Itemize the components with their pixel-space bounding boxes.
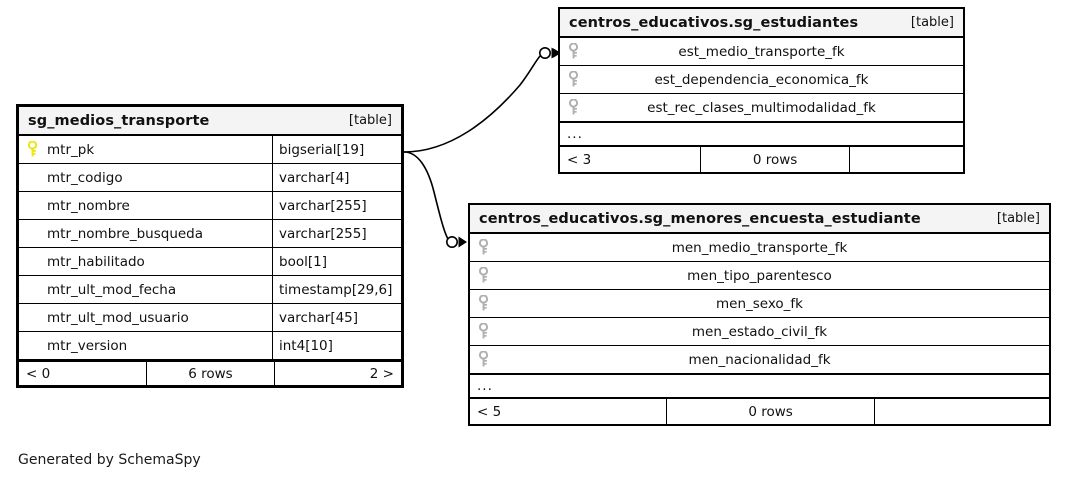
footer-parents-link[interactable]: < 3	[560, 147, 702, 172]
column-type: varchar[4]	[279, 169, 350, 186]
footer-row-count: 0 rows	[667, 399, 876, 424]
column-name-cell: mtr_nombre_busqueda	[19, 220, 273, 247]
table-row[interactable]: est_rec_clases_multimodalidad_fk	[560, 94, 963, 122]
table-row[interactable]: men_medio_transporte_fk	[470, 234, 1049, 262]
column-name: men_medio_transporte_fk	[671, 239, 848, 256]
column-type: varchar[255]	[279, 197, 367, 214]
column-name-cell: men_tipo_parentesco	[470, 262, 1049, 289]
column-name: est_medio_transporte_fk	[678, 43, 845, 60]
column-name: mtr_ult_mod_fecha	[47, 281, 177, 298]
footer-children-link[interactable]: 2 >	[369, 365, 394, 382]
column-name: mtr_ult_mod_usuario	[47, 309, 189, 326]
column-name-cell: est_rec_clases_multimodalidad_fk	[560, 94, 963, 121]
table-footer: < 3 0 rows	[560, 147, 963, 172]
column-name-cell: men_medio_transporte_fk	[470, 234, 1049, 261]
table-title: centros_educativos.sg_estudiantes	[569, 14, 859, 31]
table-title: sg_medios_transporte	[28, 112, 210, 129]
table-row[interactable]: mtr_nombre varchar[255]	[19, 192, 401, 220]
column-name-cell: mtr_ult_mod_usuario	[19, 304, 273, 331]
foreign-key-icon	[568, 38, 579, 65]
column-name: mtr_habilitado	[47, 253, 145, 270]
column-name: est_rec_clases_multimodalidad_fk	[647, 99, 876, 116]
table-header: centros_educativos.sg_menores_encuesta_e…	[470, 205, 1049, 234]
column-type: bigserial[19]	[279, 141, 365, 158]
table-centros-educativos-sg-estudiantes[interactable]: centros_educativos.sg_estudiantes [table…	[558, 7, 965, 174]
column-name-cell: mtr_pk	[19, 136, 273, 163]
table-type-tag: [table]	[996, 211, 1040, 226]
table-row[interactable]: mtr_version int4[10]	[19, 332, 401, 360]
table-type-tag: [table]	[348, 113, 392, 128]
relationship-edge-sg-menores-encuesta-estudiante	[403, 151, 467, 249]
column-name-cell: men_nacionalidad_fk	[470, 346, 1049, 373]
column-name: men_tipo_parentesco	[687, 267, 832, 284]
table-row[interactable]: mtr_ult_mod_usuario varchar[45]	[19, 304, 401, 332]
column-name: men_nacionalidad_fk	[688, 351, 831, 368]
table-sg-medios-transporte[interactable]: sg_medios_transporte [table] mtr_pk bigs…	[16, 104, 404, 388]
column-name: mtr_version	[47, 337, 128, 354]
column-name: mtr_pk	[47, 141, 95, 158]
column-name-cell: est_dependencia_economica_fk	[560, 66, 963, 93]
more-columns-indicator: ...	[560, 122, 963, 147]
column-name-cell: mtr_version	[19, 332, 273, 359]
foreign-key-icon	[478, 290, 489, 317]
column-name-cell: mtr_nombre	[19, 192, 273, 219]
column-name: men_estado_civil_fk	[691, 323, 828, 340]
column-name: men_sexo_fk	[715, 295, 804, 312]
table-footer: < 0 6 rows 2 >	[19, 360, 401, 385]
primary-key-icon	[27, 141, 47, 158]
table-row[interactable]: mtr_nombre_busqueda varchar[255]	[19, 220, 401, 248]
column-name: mtr_nombre_busqueda	[47, 225, 204, 242]
table-footer: < 5 0 rows	[470, 399, 1049, 424]
more-columns-indicator: ...	[470, 374, 1049, 399]
table-row[interactable]: est_medio_transporte_fk	[560, 38, 963, 66]
foreign-key-icon	[478, 318, 489, 345]
column-type: bool[1]	[279, 253, 327, 270]
column-type: timestamp[29,6]	[279, 281, 393, 298]
table-centros-educativos-sg-menores-encuesta-estudiante[interactable]: centros_educativos.sg_menores_encuesta_e…	[468, 203, 1051, 426]
footer-children-link[interactable]	[875, 399, 1049, 424]
column-type: int4[10]	[279, 337, 333, 354]
table-row[interactable]: mtr_habilitado bool[1]	[19, 248, 401, 276]
foreign-key-icon	[568, 94, 579, 121]
relationship-edge-sg-estudiantes	[403, 46, 560, 153]
column-name-cell: men_sexo_fk	[470, 290, 1049, 317]
footer-row-count: 0 rows	[701, 147, 851, 172]
footer-parents-link[interactable]: < 0	[19, 362, 147, 385]
table-title: centros_educativos.sg_menores_encuesta_e…	[479, 210, 921, 227]
table-row[interactable]: men_tipo_parentesco	[470, 262, 1049, 290]
column-type: varchar[255]	[279, 225, 367, 242]
column-name-cell: men_estado_civil_fk	[470, 318, 1049, 345]
column-name: est_dependencia_economica_fk	[654, 71, 869, 88]
generator-credit: Generated by SchemaSpy	[18, 452, 201, 468]
column-name: mtr_codigo	[47, 169, 123, 186]
table-row[interactable]: mtr_codigo varchar[4]	[19, 164, 401, 192]
column-name-cell: mtr_codigo	[19, 164, 273, 191]
table-row[interactable]: mtr_pk bigserial[19]	[19, 136, 401, 164]
footer-parents-link[interactable]: < 5	[470, 399, 667, 424]
foreign-key-icon	[478, 234, 489, 261]
foreign-key-icon	[478, 346, 489, 373]
table-row[interactable]: men_sexo_fk	[470, 290, 1049, 318]
foreign-key-icon	[478, 262, 489, 289]
footer-row-count: 6 rows	[147, 362, 275, 385]
column-name-cell: mtr_ult_mod_fecha	[19, 276, 273, 303]
table-header: sg_medios_transporte [table]	[19, 107, 401, 136]
table-type-tag: [table]	[910, 15, 954, 30]
table-row[interactable]: est_dependencia_economica_fk	[560, 66, 963, 94]
table-row[interactable]: men_nacionalidad_fk	[470, 346, 1049, 374]
table-row[interactable]: mtr_ult_mod_fecha timestamp[29,6]	[19, 276, 401, 304]
footer-children-link[interactable]	[850, 147, 963, 172]
column-name: mtr_nombre	[47, 197, 130, 214]
table-header: centros_educativos.sg_estudiantes [table…	[560, 9, 963, 38]
column-type: varchar[45]	[279, 309, 359, 326]
column-name-cell: mtr_habilitado	[19, 248, 273, 275]
foreign-key-icon	[568, 66, 579, 93]
table-row[interactable]: men_estado_civil_fk	[470, 318, 1049, 346]
column-name-cell: est_medio_transporte_fk	[560, 38, 963, 65]
